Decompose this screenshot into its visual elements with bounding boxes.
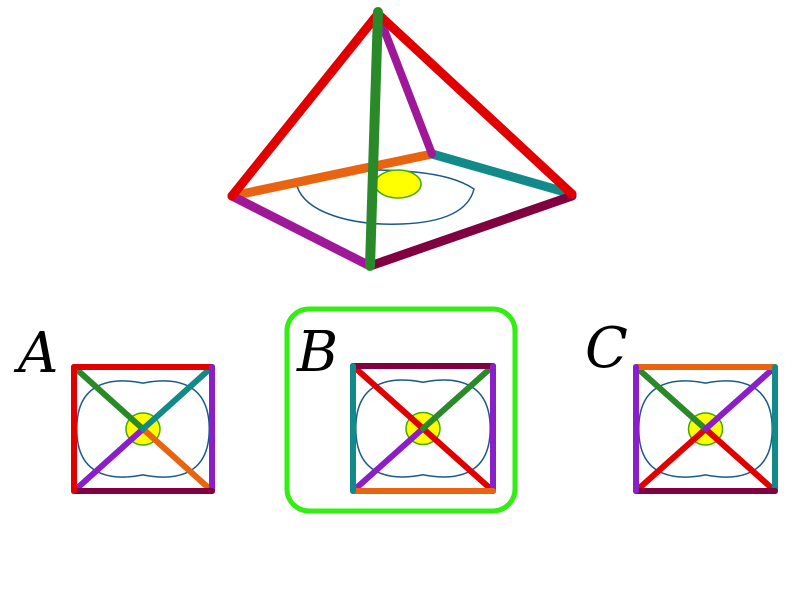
option-c[interactable]: C <box>585 316 778 494</box>
diagonal-tl <box>350 363 426 432</box>
pyramid-yolk <box>374 169 422 199</box>
apex-front-edge <box>365 7 383 271</box>
base-back-left-edge <box>227 149 437 201</box>
diagonal-bl <box>71 426 146 494</box>
diagonal-tr <box>140 364 215 432</box>
diagonal-tr <box>420 363 496 432</box>
selected-answer-highlight <box>284 306 518 514</box>
option-b[interactable]: B <box>284 306 518 514</box>
option-letter: A <box>13 321 58 386</box>
apex-right-edge <box>373 9 577 199</box>
base-front-right-edge <box>365 191 577 271</box>
diagonal-br <box>420 425 496 494</box>
diagonal-bl <box>633 426 709 494</box>
option-letter: B <box>296 320 338 385</box>
option-a[interactable]: A <box>13 321 215 494</box>
pyramid-figure <box>227 7 577 271</box>
diagonal-tr <box>702 364 778 432</box>
diagonal-tl <box>71 364 146 432</box>
diagonal-tl <box>633 364 709 432</box>
diagonal-br <box>140 426 215 494</box>
base-back-right-edge <box>427 149 577 199</box>
diagonal-br <box>702 426 778 494</box>
apex-back-edge <box>374 10 436 158</box>
base-front-left-edge <box>227 191 375 271</box>
answer-options: A B C <box>13 306 778 514</box>
option-letter: C <box>585 316 628 381</box>
diagonal-bl <box>350 425 426 494</box>
apex-left-edge <box>227 9 383 201</box>
